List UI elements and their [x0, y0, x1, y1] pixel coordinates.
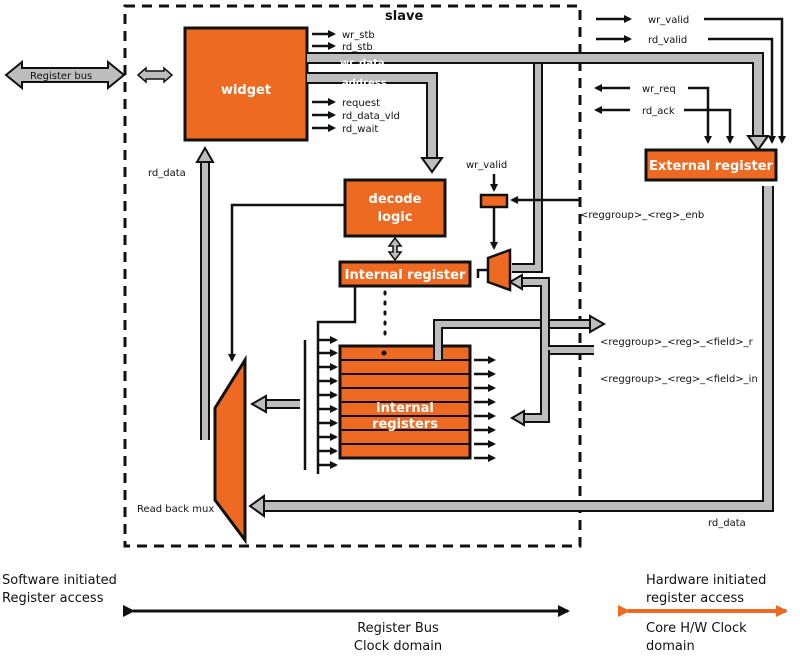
wr-valid-flop — [479, 193, 509, 209]
hardware-text-2: register access — [646, 591, 744, 606]
hw-rd-valid-label: rd_valid — [648, 35, 687, 46]
widget-output-arrows — [312, 30, 336, 132]
hw-wr-valid-label: wr_valid — [648, 15, 689, 26]
rd-data-bottom-label: rd_data — [708, 518, 746, 529]
register-bus-arrow — [4, 59, 126, 91]
hw-rd-ack-label: rd_ack — [642, 106, 675, 117]
hw-wr-req-label: wr_req — [642, 84, 676, 95]
internal-registers-stack — [338, 344, 472, 460]
rd-wait-label: rd_wait — [342, 124, 378, 135]
request-label: request — [342, 98, 380, 109]
register-bus-label: Register bus — [30, 71, 92, 82]
decode-label-2: logic — [378, 210, 413, 225]
software-text-1: Software initiated — [2, 573, 117, 588]
core-domain-2: domain — [646, 639, 695, 654]
field-r-label: <reggroup>_<reg>_<field>_r — [600, 337, 754, 348]
widget-label: widget — [221, 83, 271, 98]
address-label: address — [342, 78, 387, 89]
software-text-2: Register access — [2, 591, 104, 606]
enb-label: <reggroup>_<reg>_enb — [580, 210, 704, 221]
register-bus-domain-2: Clock domain — [354, 639, 442, 654]
wr-stb-label: wr_stb — [342, 30, 375, 41]
decode-logic-box — [343, 178, 447, 238]
enable-mux — [486, 248, 512, 292]
read-back-mux — [213, 354, 247, 545]
rd-data-left-label: rd_data — [148, 168, 186, 179]
internal-registers-label-2: registers — [372, 417, 438, 432]
internal-register-box — [338, 260, 472, 288]
internal-registers-label-1: internal — [376, 401, 434, 416]
external-register-box — [644, 148, 778, 182]
wr-valid-mid-label: wr_valid — [466, 160, 507, 171]
read-back-mux-label: Read back mux — [137, 504, 214, 515]
decode-label-1: decode — [369, 192, 422, 207]
core-domain-1: Core H/W Clock — [646, 621, 747, 636]
field-in-label: <reggroup>_<reg>_<field>_in — [600, 374, 758, 385]
slave-boundary — [123, 4, 582, 548]
register-bus-domain-1: Register Bus — [357, 621, 439, 636]
external-register-label: External register — [649, 159, 773, 174]
hardware-text-1: Hardware initiated — [646, 573, 766, 588]
rd-data-vld-label: rd_data_vld — [342, 111, 400, 122]
internal-register-label: Internal register — [345, 268, 466, 283]
widget-box — [183, 26, 309, 142]
bus-widget-arrow — [136, 66, 174, 84]
wr-data-label: wr_data — [340, 58, 385, 69]
rd-stb-label: rd_stb — [342, 42, 373, 53]
slave-label: slave — [385, 9, 423, 24]
